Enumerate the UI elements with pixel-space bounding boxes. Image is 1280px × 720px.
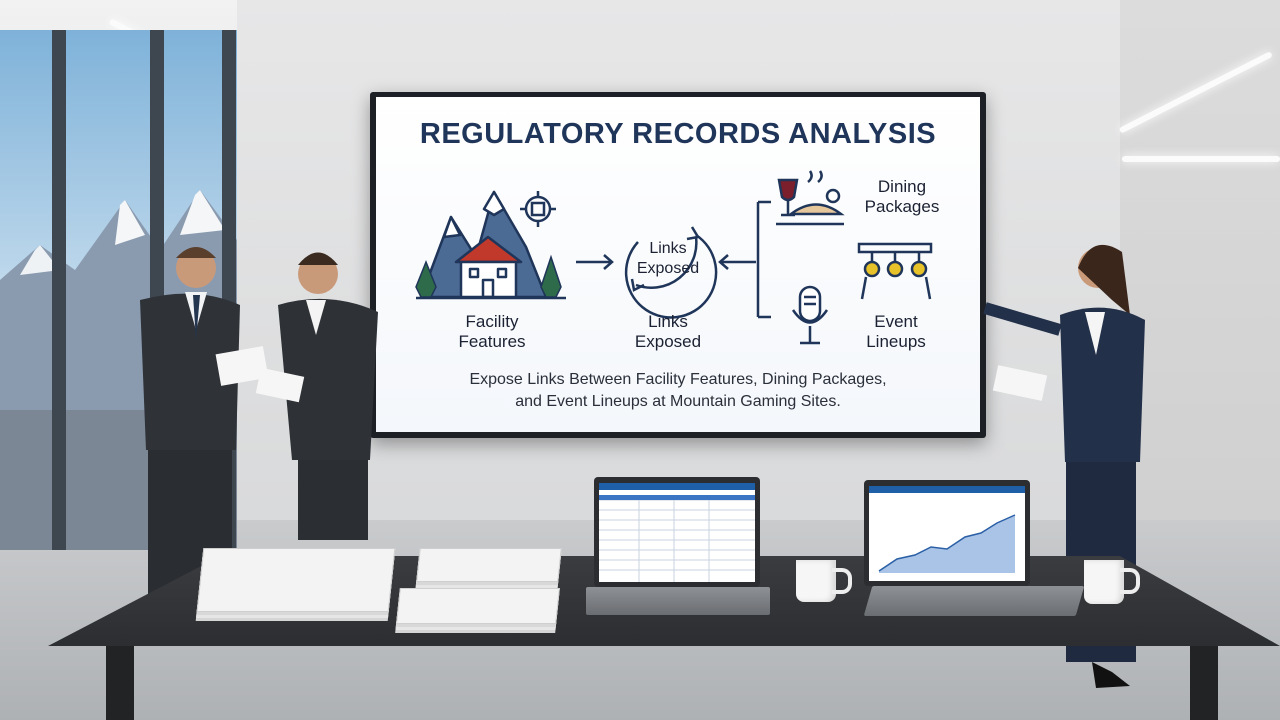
man-center bbox=[255, 252, 378, 540]
window-frame bbox=[52, 30, 66, 550]
spreadsheet-grid bbox=[599, 495, 755, 582]
table-leg bbox=[106, 646, 134, 720]
arrow-left-icon bbox=[718, 254, 756, 270]
connector-bracket bbox=[756, 200, 771, 319]
coffee-mug bbox=[1084, 560, 1124, 604]
line-chart-graphic bbox=[878, 514, 1016, 573]
paper-stack bbox=[396, 588, 560, 624]
tree-icon bbox=[415, 254, 562, 298]
coffee-mug bbox=[796, 560, 836, 602]
cycle-arrows-icon bbox=[624, 226, 718, 319]
facility-features-label: Facility Features bbox=[458, 312, 526, 351]
laptop-keyboard bbox=[586, 587, 770, 615]
stage-lights-icon bbox=[857, 242, 933, 300]
paper-stack bbox=[196, 548, 396, 612]
laptop-keyboard bbox=[863, 586, 1085, 616]
microphone-icon bbox=[791, 285, 829, 345]
slide-caption: Expose Links Between Facility Features, … bbox=[469, 371, 887, 410]
mug-handle bbox=[832, 568, 852, 594]
links-circle-label: Links Exposed bbox=[636, 240, 700, 277]
mug-handle bbox=[1120, 568, 1140, 594]
spreadsheet-display bbox=[599, 483, 755, 582]
ceiling-light bbox=[1122, 156, 1280, 162]
dining-packages-label: Dining Packages bbox=[864, 177, 940, 216]
app-header bbox=[869, 486, 1025, 493]
arrow-right-icon bbox=[576, 254, 614, 270]
chart-display bbox=[869, 486, 1025, 581]
links-exposed-label: Links Exposed bbox=[634, 312, 702, 351]
man-left bbox=[140, 247, 269, 595]
slide-diagram bbox=[415, 170, 933, 345]
slide-title: REGULATORY RECORDS ANALYSIS bbox=[419, 118, 937, 150]
wine-dining-icon bbox=[776, 170, 845, 226]
event-lineups-label: Event Lineups bbox=[866, 312, 926, 351]
table-leg bbox=[1190, 646, 1218, 720]
app-header bbox=[599, 483, 755, 490]
gear-icon bbox=[520, 191, 556, 227]
paper-stack bbox=[416, 548, 562, 582]
